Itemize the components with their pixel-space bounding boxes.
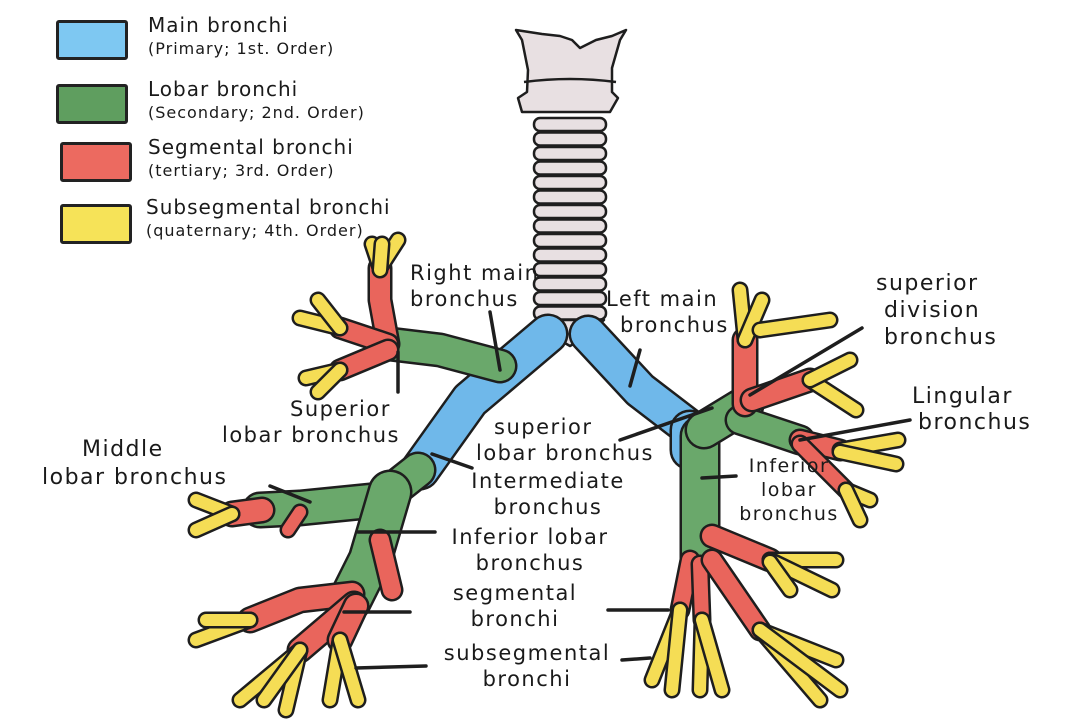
legend-subtitle: (Primary; 1st. Order) <box>148 39 335 58</box>
label-left-inferior-lobar-bronchus: Inferior lobar bronchus <box>739 455 839 525</box>
label-subsegmental-bronchi: subsegmental bronchi <box>443 641 611 691</box>
tracheal-ring <box>532 189 608 205</box>
subsegmental-bronchus-7 <box>312 364 346 398</box>
subsegmental-bronchus-30 <box>666 604 686 696</box>
subsegmental-bronchus-32 <box>696 614 728 696</box>
cartilage-line <box>523 77 617 84</box>
tracheal-ring <box>532 116 608 133</box>
legend-item-lobar-bronchi: Lobar bronchi (Secondary; 2nd. Order) <box>148 78 365 124</box>
tracheal-ring <box>532 290 608 307</box>
legend-title: Lobar bronchi <box>148 77 299 101</box>
segmental-left-anterior <box>742 370 820 410</box>
leader-lingular <box>798 418 912 442</box>
tracheal-ring <box>532 261 608 278</box>
tracheal-ring <box>532 276 608 292</box>
legend-subtitle: (Secondary; 2nd. Order) <box>148 103 365 122</box>
subsegmental-bronchus-21 <box>804 354 856 386</box>
segmental-middle-medial <box>282 506 306 536</box>
leader-superior-division <box>748 326 864 397</box>
subsegmental-bronchus-19 <box>754 314 836 336</box>
tracheal-ring <box>532 247 608 263</box>
legend-title: Main bronchi <box>148 13 289 37</box>
leader-left-inferior-lobar <box>700 474 738 480</box>
tracheal-ring <box>532 232 608 249</box>
bronchial-tree <box>187 231 907 719</box>
leader-right-main <box>488 310 502 372</box>
subsegmental-bronchus-18 <box>739 294 768 346</box>
subsegmental-bronchus-5 <box>312 294 346 334</box>
label-left-main-bronchus: Left main bronchus <box>606 287 729 337</box>
legend-subtitle: (quaternary; 4th. Order) <box>146 221 364 240</box>
legend-title: Subsegmental bronchi <box>146 195 391 219</box>
segmental-right-anterior-basal <box>239 583 363 631</box>
segmental-right-apical <box>370 258 398 354</box>
segmental-right-medial-basal <box>371 531 401 599</box>
subsegmental-bronchus-9 <box>190 508 238 536</box>
leader-left-superior-lobar <box>618 406 714 442</box>
tracheal-ring <box>532 218 608 234</box>
segmental-right-anterior <box>331 341 397 379</box>
tracheal-ring <box>532 203 608 220</box>
leader-intermediate <box>430 452 474 470</box>
legend-title: Segmental bronchi <box>148 135 354 159</box>
tracheal-ring <box>532 174 608 191</box>
label-segmental-bronchi: segmental bronchi <box>452 581 578 631</box>
tracheal-ring <box>532 131 608 147</box>
subsegmental-bronchus-23 <box>834 446 902 470</box>
label-right-inferior-lobar-bronchus: Inferior lobar bronchus <box>451 525 609 575</box>
label-right-main-bronchus: Right main bronchus <box>410 261 540 311</box>
segmental-lingula-inferior <box>793 437 853 497</box>
leader-left-main <box>628 348 642 388</box>
leader-subsegmental-left <box>620 656 652 662</box>
label-left-superior-lobar-bronchus: superior lobar bronchus <box>476 415 654 465</box>
legend-swatch-subsegmental-bronchi <box>60 204 132 244</box>
subsegmental-bronchus-14 <box>258 644 306 706</box>
legend-swatch-lobar-bronchi <box>56 84 128 124</box>
legend-item-subsegmental-bronchi: Subsegmental bronchi (quaternary; 4th. O… <box>146 196 391 242</box>
legend-item-main-bronchi: Main bronchi (Primary; 1st. Order) <box>148 14 334 60</box>
subsegmental-bronchus-3 <box>374 238 388 276</box>
segmental-left-anterior-basal <box>702 526 780 570</box>
right-superior-lobar-bronchus <box>375 329 515 381</box>
label-middle-lobar-bronchus: Middle lobar bronchus <box>42 437 228 490</box>
subsegmental-bronchus-28 <box>764 556 796 596</box>
label-superior-division-bronchus: superior division bronchus <box>876 271 998 350</box>
segmental-left-posterior-basal <box>703 551 769 639</box>
legend-subtitle: (tertiary; 3rd. Order) <box>148 161 335 180</box>
subsegmental-bronchus-16 <box>334 634 364 706</box>
leader-subsegmental-right <box>354 664 428 670</box>
tracheal-ring <box>532 160 608 176</box>
legend-item-segmental-bronchi: Segmental bronchi (tertiary; 3rd. Order) <box>148 136 354 182</box>
tracheal-ring <box>532 145 608 162</box>
label-intermediate-bronchus: Intermediate bronchus <box>471 469 625 519</box>
label-right-superior-lobar-bronchus: Superior lobar bronchus <box>222 397 400 447</box>
label-lingular-bronchus: Lingular bronchus <box>912 384 1032 435</box>
subsegmental-bronchus-25 <box>840 484 866 526</box>
leader-lines <box>268 310 912 670</box>
segmental-left-medial-basal <box>693 557 709 627</box>
legend-swatch-main-bronchi <box>56 20 128 60</box>
legend-swatch-segmental-bronchi <box>60 142 132 182</box>
right-main-bronchus <box>402 316 566 488</box>
leader-middle-lobar <box>268 484 312 504</box>
thyroid-cartilage <box>514 28 628 114</box>
subsegmental-bronchus-35 <box>754 624 846 696</box>
